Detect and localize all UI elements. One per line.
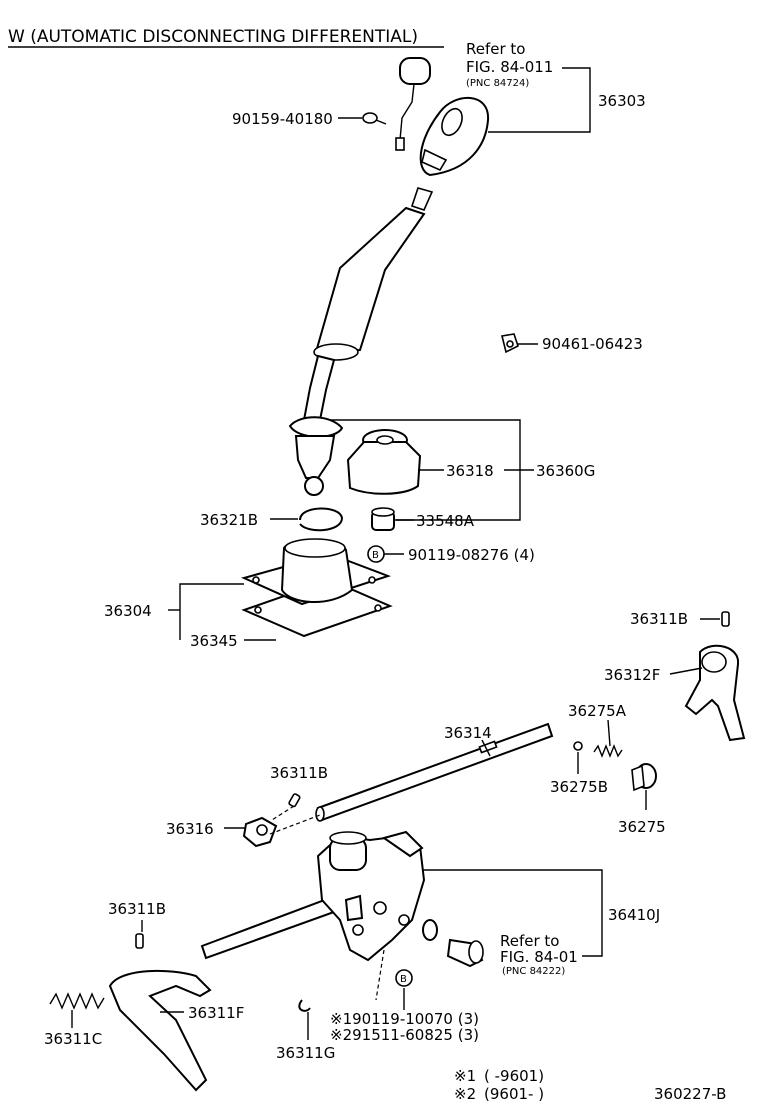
legend-row2-range: (9601- ) bbox=[484, 1085, 544, 1103]
legend-row2-mark: ※2 bbox=[454, 1085, 476, 1103]
label-36311G: 36311G bbox=[276, 1044, 335, 1062]
shift-fork-36312F bbox=[684, 644, 746, 742]
label-36275A: 36275A bbox=[568, 702, 627, 720]
label-36318: 36318 bbox=[446, 462, 494, 480]
shift-housing-36410J bbox=[200, 830, 426, 962]
shift-fork-36311F bbox=[108, 969, 212, 1092]
switch-connector bbox=[395, 57, 431, 151]
label-90159: 90159-40180 bbox=[232, 110, 333, 128]
leader-36275A bbox=[607, 719, 611, 747]
dash-head-shaft bbox=[269, 814, 321, 835]
figure-id: 360227-B bbox=[654, 1085, 726, 1103]
shift-lever-retainer-36304 bbox=[241, 538, 393, 638]
pin-36311B-top bbox=[721, 611, 730, 627]
label-90461: 90461-06423 bbox=[542, 335, 643, 353]
shift-lever bbox=[288, 187, 434, 496]
diagram-title: W (AUTOMATIC DISCONNECTING DIFFERENTIAL) bbox=[8, 27, 418, 47]
label-36275: 36275 bbox=[618, 818, 666, 836]
label-90119: 90119-08276 (4) bbox=[408, 546, 535, 564]
spring-36275A bbox=[593, 744, 623, 758]
leader-36304 bbox=[179, 583, 244, 640]
bolt-90461 bbox=[501, 333, 519, 354]
washer bbox=[422, 919, 438, 941]
dash-pin-head bbox=[271, 805, 295, 821]
clip-36311G bbox=[298, 999, 311, 1012]
shift-boot-36318 bbox=[346, 429, 422, 495]
legend-row1-range: ( -9601) bbox=[484, 1067, 544, 1085]
label-36360G: 36360G bbox=[536, 462, 595, 480]
leader-36303 bbox=[488, 67, 591, 133]
shift-shaft-36314 bbox=[315, 722, 554, 822]
snap-ring-36321B bbox=[299, 507, 344, 532]
label-36316: 36316 bbox=[166, 820, 214, 838]
label-36311C: 36311C bbox=[44, 1030, 102, 1048]
ref-bottom-line3: (PNC 84222) bbox=[502, 966, 565, 977]
leader-36312F bbox=[669, 667, 703, 675]
label-33548A: 33548A bbox=[416, 512, 475, 530]
spring-36311C bbox=[49, 992, 105, 1010]
label-36345: 36345 bbox=[190, 632, 238, 650]
dash-bolt-housing bbox=[375, 949, 385, 1001]
ref-top-line2: FIG. 84-011 bbox=[466, 58, 553, 76]
ball-36275B bbox=[573, 741, 583, 751]
bushing-33548A bbox=[371, 507, 395, 531]
label-36410J: 36410J bbox=[608, 906, 660, 924]
b-marker-190119 bbox=[395, 969, 413, 987]
switch-84222 bbox=[446, 938, 484, 968]
b-marker-90119-text: B bbox=[372, 550, 379, 561]
b-marker-190119-text: B bbox=[400, 974, 407, 985]
label-36311B-low: 36311B bbox=[108, 900, 166, 918]
leader-36410J bbox=[422, 869, 603, 957]
ref-bottom-line2: FIG. 84-01 bbox=[500, 948, 578, 966]
label-36275B: 36275B bbox=[550, 778, 608, 796]
label-36311F: 36311F bbox=[188, 1004, 244, 1022]
pin-36311B-low bbox=[135, 933, 144, 949]
label-291511: ※291511-60825 (3) bbox=[330, 1026, 479, 1044]
label-36303: 36303 bbox=[598, 92, 646, 110]
label-36311B-top: 36311B bbox=[630, 610, 688, 628]
shift-head-36316 bbox=[242, 816, 278, 848]
label-36321B: 36321B bbox=[200, 511, 258, 529]
legend-row1-mark: ※1 bbox=[454, 1067, 476, 1085]
label-36312F: 36312F bbox=[604, 666, 660, 684]
screw-90159 bbox=[362, 112, 387, 125]
label-190119: ※190119-10070 (3) bbox=[330, 1010, 479, 1028]
pin-36311B-mid bbox=[288, 793, 301, 808]
ref-bottom-line1: Refer to bbox=[500, 932, 559, 950]
label-36311B-mid: 36311B bbox=[270, 764, 328, 782]
ref-top-line3: (PNC 84724) bbox=[466, 78, 529, 89]
shift-knob-assembly bbox=[419, 97, 490, 177]
leader-36314 bbox=[481, 739, 491, 757]
label-36314: 36314 bbox=[444, 724, 492, 742]
ref-top-line1: Refer to bbox=[466, 40, 525, 58]
plug-36275 bbox=[631, 763, 657, 792]
label-36304: 36304 bbox=[104, 602, 152, 620]
b-marker-90119 bbox=[367, 545, 385, 563]
